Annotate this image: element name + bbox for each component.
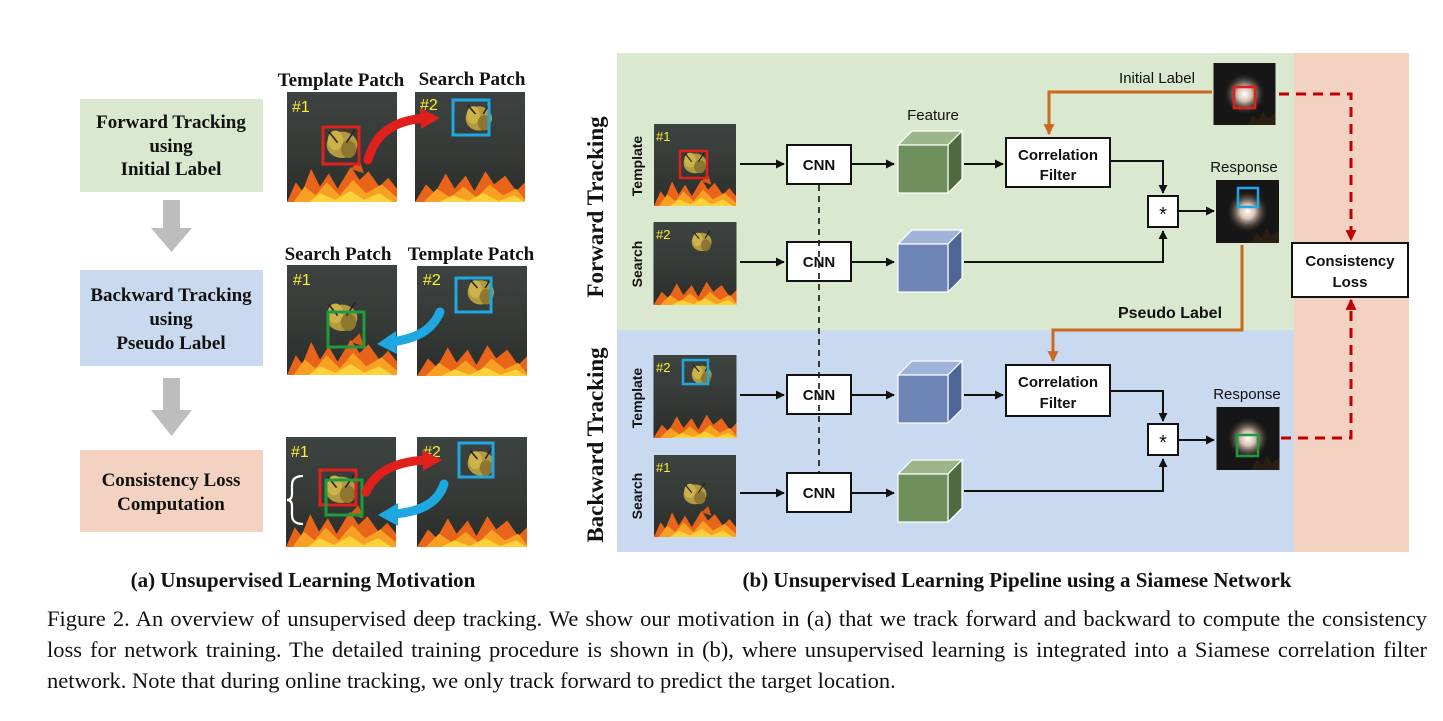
feature-cube-icon xyxy=(896,458,964,524)
red-bbox xyxy=(318,468,358,507)
panel-a: Forward Tracking using Initial Label Bac… xyxy=(80,69,535,592)
initial-label-map xyxy=(1213,63,1276,125)
frame-tag: #2 xyxy=(423,272,441,289)
forward-arrow xyxy=(361,455,433,497)
loss-line2: Loss xyxy=(1332,274,1367,291)
step2-line2: using xyxy=(149,309,193,330)
pseudo-label-text: Pseudo Label xyxy=(1118,305,1222,322)
consistency-loss-box xyxy=(1291,242,1409,298)
cf-line2: Filter xyxy=(1040,167,1077,184)
blue-bbox xyxy=(454,276,493,314)
multiply-symbol: * xyxy=(1159,204,1167,226)
backward-arrow-head-icon xyxy=(378,503,398,526)
correlation-filter-box xyxy=(1005,137,1111,188)
green-bbox xyxy=(324,478,364,517)
loss-line1: Consistency xyxy=(1305,253,1395,270)
multiply-box xyxy=(1147,195,1179,228)
backward-step-box xyxy=(80,270,263,366)
cnn-box xyxy=(786,472,852,513)
search-row-label: Search xyxy=(629,241,645,288)
frame-tag: #1 xyxy=(656,460,670,475)
row1-left-header: Template Patch xyxy=(278,70,405,91)
frame-tag: #1 xyxy=(292,99,310,116)
blue-bbox xyxy=(681,358,710,386)
figure-caption: Figure 2. An overview of unsupervised de… xyxy=(47,606,1427,693)
brace-icon xyxy=(286,474,304,526)
step1-line3: Initial Label xyxy=(121,159,222,180)
template-row-label: Template xyxy=(629,136,645,197)
template-row-label: Template xyxy=(629,368,645,429)
red-bbox xyxy=(678,149,709,180)
cf-line1: Correlation xyxy=(1018,374,1098,391)
arrow xyxy=(964,230,1168,263)
initial-label-arrow xyxy=(1043,90,1212,136)
correlation-filter-box xyxy=(1005,364,1111,417)
row1-right-header: Search Patch xyxy=(419,69,526,90)
down-arrow-icon xyxy=(151,378,192,436)
green-bbox xyxy=(326,310,366,349)
feature-label: Feature xyxy=(907,107,959,124)
step1-line2: using xyxy=(149,136,193,157)
red-bbox xyxy=(321,125,361,166)
forward-step-box xyxy=(80,99,263,192)
panel-b: Forward Tracking Backward Tracking Templ… xyxy=(583,53,1409,592)
pseudo-label-arrow xyxy=(1047,245,1244,363)
frame-tag: #1 xyxy=(291,444,309,461)
frame-tag: #2 xyxy=(420,97,438,114)
frame-tag: #2 xyxy=(656,227,670,242)
feature-cube-icon xyxy=(896,129,964,195)
cnn-box xyxy=(786,144,852,185)
forward-response-map xyxy=(1216,180,1279,243)
row2-right-header: Template Patch xyxy=(408,244,535,265)
step3-line1: Consistency Loss xyxy=(102,470,241,491)
forward-tracking-label: Forward Tracking xyxy=(583,116,608,298)
row2-left-header: Search Patch xyxy=(285,244,392,265)
green-bbox xyxy=(1235,433,1260,458)
arrow xyxy=(1111,390,1168,422)
step2-line1: Backward Tracking xyxy=(90,285,252,306)
feature-cube-icon xyxy=(896,228,964,294)
blue-bbox xyxy=(451,98,491,137)
loss-step-box xyxy=(80,450,263,532)
forward-arrow xyxy=(363,113,431,165)
blue-bbox xyxy=(1236,186,1260,209)
cf-line2: Filter xyxy=(1040,395,1077,412)
cnn-label: CNN xyxy=(803,485,836,502)
backward-arrow xyxy=(387,307,445,347)
arrow xyxy=(1111,160,1168,194)
dashed-loss-arrow xyxy=(1279,92,1357,242)
initial-label-text: Initial Label xyxy=(1119,70,1195,87)
backward-arrow xyxy=(389,479,449,519)
cf-line1: Correlation xyxy=(1018,147,1098,164)
panel-a-subtitle: (a) Unsupervised Learning Motivation xyxy=(131,568,476,592)
frame-tag: #1 xyxy=(293,272,311,289)
feature-cube-icon xyxy=(896,359,964,425)
forward-arrow-head-icon xyxy=(422,450,442,471)
blue-bbox xyxy=(457,441,495,479)
step2-line3: Pseudo Label xyxy=(116,333,225,354)
down-arrow-icon xyxy=(151,200,192,252)
cnn-label: CNN xyxy=(803,157,836,174)
arrow xyxy=(964,458,1168,492)
frame-tag: #2 xyxy=(656,360,670,375)
response-label: Response xyxy=(1210,159,1278,176)
multiply-box xyxy=(1147,423,1179,456)
step1-line1: Forward Tracking xyxy=(96,112,246,133)
panel-b-subtitle: (b) Unsupervised Learning Pipeline using… xyxy=(743,568,1292,592)
backward-tracking-label: Backward Tracking xyxy=(583,347,608,543)
red-bbox xyxy=(1232,85,1257,110)
multiply-symbol: * xyxy=(1159,432,1167,454)
dashed-loss-arrow xyxy=(1281,298,1357,440)
backward-arrow-head-icon xyxy=(377,331,397,354)
frame-tag: #1 xyxy=(656,129,670,144)
backward-response-map xyxy=(1216,407,1280,470)
response-label: Response xyxy=(1213,386,1281,403)
search-row-label: Search xyxy=(629,473,645,520)
step3-line2: Computation xyxy=(117,494,225,515)
forward-arrow-head-icon xyxy=(420,108,440,129)
